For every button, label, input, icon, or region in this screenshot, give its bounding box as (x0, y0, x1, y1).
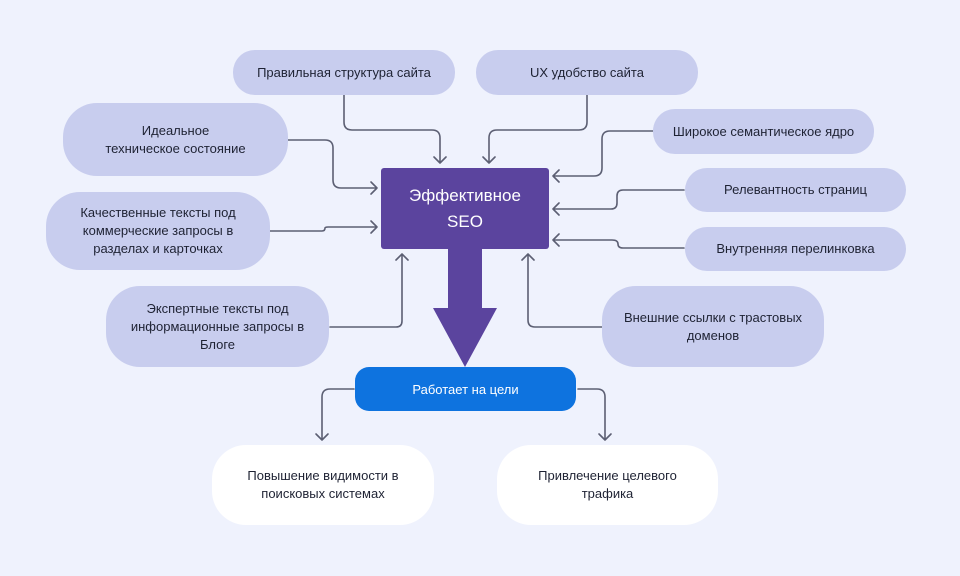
factor-label: Внешние ссылки с трастовых доменов (623, 309, 803, 343)
factor-backlinks: Внешние ссылки с трастовых доменов (602, 286, 824, 367)
connector-traffic (577, 388, 612, 441)
factor-label: Экспертные тексты под информационные зап… (130, 300, 305, 352)
connector-commercial (269, 220, 378, 234)
factor-relevance: Релевантность страниц (685, 168, 906, 212)
connector-backlinks (521, 253, 604, 328)
outcome-visibility: Повышение видимости в поисковых системах (212, 445, 434, 525)
factor-label: Широкое семантическое ядро (672, 123, 855, 139)
connector-structure (343, 94, 447, 164)
connector-visibility (315, 388, 355, 441)
central-label: Эффективное SEO (409, 185, 521, 231)
factor-linking: Внутренняя перелинковка (685, 227, 906, 271)
connector-expert (329, 253, 409, 328)
goal-label: Работает на цели (412, 381, 519, 397)
factor-structure: Правильная структура сайта (233, 50, 455, 95)
connector-linking (552, 233, 685, 249)
factor-label: Релевантность страниц (724, 182, 867, 197)
central-node-effective-seo: Эффективное SEO (381, 168, 549, 249)
factor-tech: Идеальное техническое состояние (63, 103, 288, 176)
factor-label: Идеальное техническое состояние (105, 122, 246, 156)
outcome-label: Привлечение целевого трафика (538, 468, 677, 501)
connector-tech (286, 139, 378, 195)
factor-label: UX удобство сайта (530, 64, 644, 80)
factor-label: Внутренняя перелинковка (716, 241, 875, 256)
connector-semantic (552, 130, 654, 183)
factor-ux: UX удобство сайта (476, 50, 698, 95)
outcome-traffic: Привлечение целевого трафика (497, 445, 718, 525)
connector-relevance (552, 189, 685, 216)
factor-semantic: Широкое семантическое ядро (653, 109, 874, 154)
connector-ux (482, 94, 588, 164)
big-down-arrow (433, 249, 497, 367)
factor-label: Качественные тексты под коммерческие зап… (80, 205, 236, 256)
goal-node: Работает на цели (355, 367, 576, 411)
factor-expert: Экспертные тексты под информационные зап… (106, 286, 329, 367)
factor-commercial: Качественные тексты под коммерческие зап… (46, 192, 270, 270)
factor-label: Правильная структура сайта (257, 64, 431, 80)
outcome-label: Повышение видимости в поисковых системах (247, 468, 399, 501)
